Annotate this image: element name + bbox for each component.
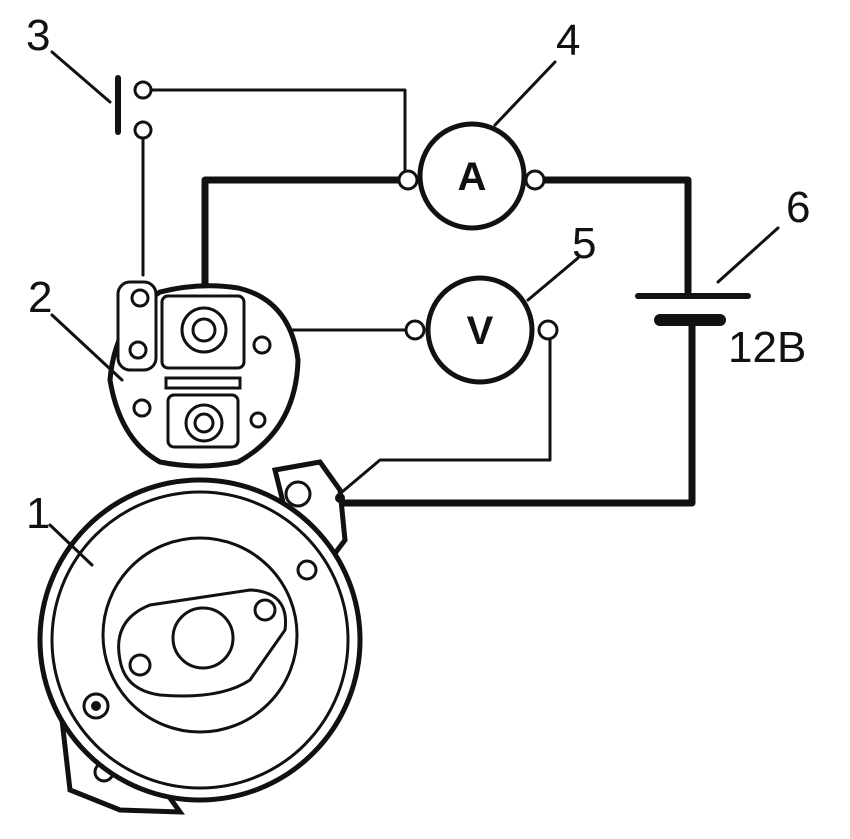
solenoid-screw-lower-right <box>249 411 267 429</box>
leader-6 <box>716 226 780 284</box>
leader-3 <box>50 50 112 104</box>
battery-voltage: 12B <box>728 323 806 372</box>
ammeter-terminal-left <box>397 169 419 191</box>
bearing-screw-left <box>128 653 152 677</box>
solenoid-motor-terminal-nut <box>193 412 215 434</box>
solenoid-screw-right <box>252 335 272 355</box>
wire-voltmeter-to-ground <box>340 330 552 494</box>
ammeter-terminal-right <box>524 169 546 191</box>
voltmeter-terminal-right <box>537 319 559 341</box>
switch-contact-top <box>133 80 153 100</box>
label-voltmeter: 5 <box>572 219 596 268</box>
voltmeter-body <box>425 275 535 385</box>
starter-motor <box>37 459 363 815</box>
label-ammeter: 4 <box>556 16 580 65</box>
ammeter-symbol: A <box>458 155 487 199</box>
ammeter: A <box>397 121 546 231</box>
ground-junction <box>335 493 345 503</box>
voltmeter-terminal-left <box>404 319 426 341</box>
ammeter-body <box>417 121 527 231</box>
wire-battery-to-ground <box>338 321 696 507</box>
housing-bolt-bottom-left-inner <box>91 701 101 711</box>
battery: 12B <box>635 293 806 372</box>
ground-bolt <box>284 480 312 508</box>
label-switch: 3 <box>26 11 50 60</box>
solenoid-bracket-screw <box>128 340 148 360</box>
leader-4 <box>493 60 557 127</box>
solenoid-main-terminal-nut <box>191 317 217 343</box>
leader-1 <box>48 523 94 567</box>
voltmeter-symbol: V <box>467 309 494 353</box>
solenoid-screw-left <box>132 398 152 418</box>
wire-switch-to-ammeter <box>150 88 407 180</box>
leader-2 <box>50 313 124 382</box>
switch-contact-bottom <box>133 120 153 140</box>
wire-ammeter-to-solenoid <box>201 176 402 322</box>
label-starter: 1 <box>26 489 50 538</box>
starter-shaft-boss <box>171 606 235 670</box>
housing-screw-top-right <box>296 559 318 581</box>
label-battery: 6 <box>786 183 810 232</box>
leader-5 <box>526 256 580 302</box>
label-solenoid: 2 <box>28 273 52 322</box>
solenoid <box>107 280 301 469</box>
solenoid-small-terminal <box>130 288 150 308</box>
wire-ammeter-to-battery <box>536 176 692 296</box>
switch <box>115 75 153 140</box>
bearing-screw-right <box>253 598 277 622</box>
voltmeter: V <box>404 275 559 385</box>
solenoid-plate <box>164 376 242 390</box>
